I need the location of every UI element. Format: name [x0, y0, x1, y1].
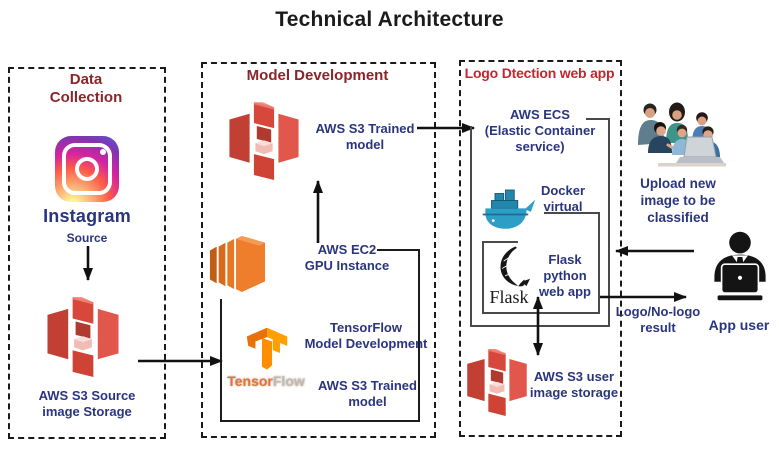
aws-s3-source-icon [46, 296, 120, 384]
instagram-source-label: Source [66, 231, 108, 245]
tf-development-label: TensorFlow Model Development [304, 320, 428, 351]
app-user-icon [714, 231, 766, 301]
docker-icon [482, 189, 536, 229]
page-title: Technical Architecture [275, 8, 504, 31]
s3-source-label: AWS S3 Source image Storage [38, 388, 136, 419]
s3-trained-top-label: AWS S3 Trained model [315, 121, 415, 152]
docker-label: Docker virtual [540, 183, 586, 214]
data-collection-box [8, 67, 166, 439]
logo-detection-title: Logo Dtection web app [464, 65, 615, 81]
ec2-label: AWS EC2 GPU Instance [304, 242, 390, 273]
ecs-label: AWS ECS (Elastic Container service) [484, 107, 596, 154]
aws-s3-user-icon [466, 348, 528, 422]
tensorflow-wordmark: TensorFlow [227, 373, 305, 389]
instagram-label: Instagram [43, 206, 131, 226]
flask-logo [500, 246, 531, 287]
aws-s3-trained-icon [228, 98, 300, 190]
tensorflow-icon [246, 327, 288, 370]
model-development-box [201, 62, 436, 438]
instagram-icon [55, 136, 119, 202]
aws-ec2-icon [209, 235, 266, 293]
s3-trained-bottom-label: AWS S3 Trained model [318, 378, 417, 409]
model-development-title: Model Development [246, 67, 389, 84]
result-label: Logo/No-logo result [615, 304, 701, 335]
s3-user-label: AWS S3 user image storage [529, 369, 619, 400]
group-photo [630, 97, 730, 171]
flask-logo-word: Flask [489, 287, 529, 307]
app-user-label: App user [708, 317, 770, 333]
upload-label: Upload new image to be classified [640, 176, 716, 225]
data-collection-title: Data Collection [49, 71, 123, 106]
flask-label: Flask python web app [538, 252, 591, 299]
